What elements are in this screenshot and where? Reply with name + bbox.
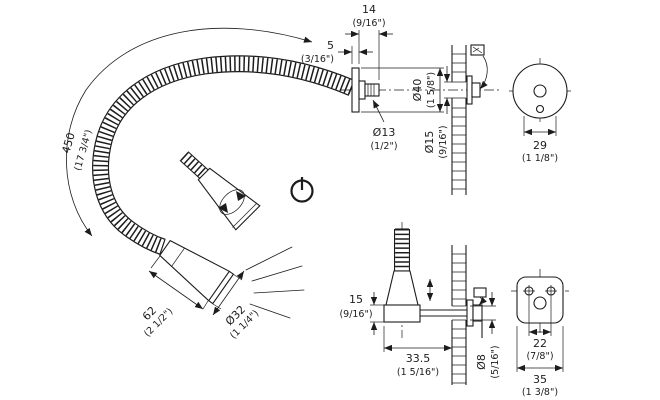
- dim-bezel-dia-inch: (1 5/8"): [426, 72, 437, 108]
- dim-bezel-thickness-inch: (3/16"): [301, 54, 334, 65]
- panel-cross-section-bottom: [451, 245, 467, 385]
- round-plate-center-hole: [533, 84, 547, 98]
- dim-stem-length-mm: 14: [362, 3, 376, 16]
- dim-square-plate-width-inch: (1 3/8"): [522, 387, 558, 398]
- lamp-head: [159, 239, 235, 305]
- dim-bezel-dia: Ø40 (1 5/8"): [361, 67, 444, 113]
- dim-stem-length-inch: (9/16"): [352, 18, 385, 29]
- rear-clip-nut: [471, 82, 481, 98]
- dim-panel-hole-dia: Ø15 (9/16"): [423, 66, 452, 159]
- dim-holder-height-mm: 15: [349, 293, 363, 306]
- swivel-arrows-icon: [218, 189, 246, 215]
- dim-cable-hole-dia-mm: Ø8: [475, 354, 488, 370]
- mount-stem: [364, 83, 380, 97]
- lamp-head-ring: [171, 247, 185, 267]
- dim-bezel-dia-mm: Ø40: [411, 79, 424, 102]
- panel-cross-section-top: [451, 44, 488, 195]
- square-mounting-plate-view: 22 (7/8") 35 (1 3/8"): [511, 269, 569, 398]
- rear-clip-plate: [466, 75, 473, 105]
- dim-stem-dia-mm: Ø13: [373, 126, 396, 139]
- dim-holder-depth-mm: 33.5: [406, 352, 431, 365]
- dim-bezel-thickness-mm: 5: [327, 39, 334, 52]
- dim-square-plate-width: 35 (1 3/8"): [516, 326, 564, 398]
- light-rays-icon: [245, 246, 305, 319]
- power-icon: [290, 177, 314, 203]
- square-plate-center-hole: [533, 296, 547, 310]
- dim-round-plate-width-inch: (1 1/8"): [522, 153, 558, 164]
- cable-grommet: [472, 304, 483, 322]
- dim-holder-depth-inch: (1 5/16"): [397, 367, 439, 378]
- dim-screw-spacing-mm: 22: [533, 337, 547, 350]
- dim-stem-length: 14 (9/16"): [345, 3, 393, 80]
- dim-holder-height-inch: (9/16"): [339, 309, 372, 320]
- round-mounting-plate-view: 29 (1 1/8"): [509, 58, 571, 164]
- dim-bezel-thickness: 5 (3/16"): [301, 39, 373, 65]
- holder-base: [383, 304, 421, 323]
- stem-thread: [367, 84, 375, 96]
- dim-screw-spacing: 22 (7/8"): [526, 297, 554, 362]
- dim-stem-dia: Ø13 (1/2"): [370, 99, 398, 152]
- rear-clip-plate-bottom: [466, 299, 474, 327]
- fixing-clip-icon: [470, 44, 488, 90]
- mount-collar: [358, 80, 366, 100]
- gooseneck-ribs: [93, 56, 355, 254]
- dim-round-plate-width: 29 (1 1/8"): [522, 116, 558, 164]
- mount-bezel: [351, 67, 360, 113]
- dim-holder-depth: 33.5 (1 5/16"): [383, 326, 452, 378]
- dim-screw-spacing-inch: (7/8"): [526, 351, 553, 362]
- dim-cable-hole-dia: Ø8 (5/16"): [470, 292, 501, 379]
- surface-mount-view: [383, 222, 487, 338]
- dim-holder-height: 15 (9/16"): [339, 292, 384, 335]
- holder-cone: [385, 270, 419, 306]
- dim-round-plate-width-mm: 29: [533, 139, 547, 152]
- gooseneck-arm: [92, 55, 356, 256]
- cable: [420, 309, 474, 317]
- dim-flex-length-mm: 450: [59, 131, 77, 155]
- swivel-head-detail: [179, 151, 261, 231]
- fixing-clip-icon-bottom: [473, 287, 487, 306]
- round-plate-screw-hole: [535, 104, 545, 114]
- dim-square-plate-width-mm: 35: [533, 373, 547, 386]
- dim-cable-hole-dia-inch: (5/16"): [490, 345, 501, 378]
- dim-stem-dia-inch: (1/2"): [370, 141, 397, 152]
- dim-panel-hole-dia-mm: Ø15: [423, 131, 436, 154]
- dim-panel-hole-dia-inch: (9/16"): [438, 125, 449, 158]
